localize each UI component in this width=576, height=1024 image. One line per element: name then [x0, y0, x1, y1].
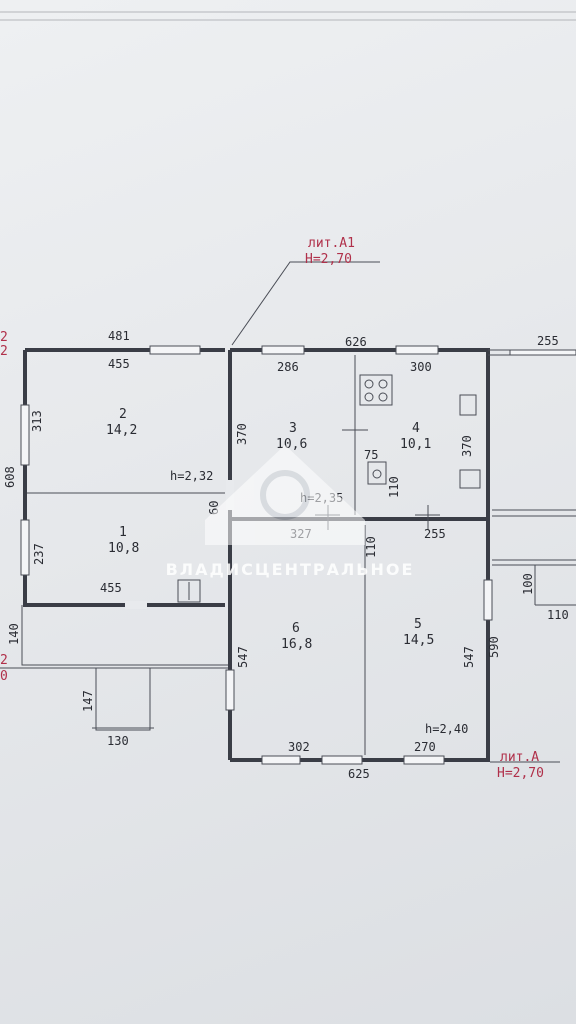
edge-mark-2a: 2 [0, 330, 8, 345]
lit-a1-height: Н=2,70 [305, 252, 352, 267]
dim-mid-75: 75 [364, 448, 378, 462]
dim-mid-370a: 370 [235, 423, 249, 445]
room-6: 6 16,8 [281, 621, 312, 652]
room-4: 4 10,1 [400, 421, 431, 452]
lit-a-label: лит.А [500, 750, 539, 765]
dim-bot-455: 455 [100, 581, 122, 595]
room-3: 3 10,6 [276, 421, 307, 452]
dim-mid-110b: 110 [364, 536, 378, 558]
lit-a1-label: лит.А1 [308, 236, 355, 251]
room-area: 16,8 [281, 637, 312, 652]
room-1: 1 10,8 [108, 525, 139, 556]
stove-symbol [177, 579, 201, 603]
dim-ext-110: 110 [547, 608, 569, 622]
dim-top-626: 626 [345, 335, 367, 349]
room-number: 3 [289, 421, 297, 436]
cooktop-icon [359, 374, 393, 406]
dim-left-237: 237 [32, 543, 46, 565]
window-room6-left [225, 669, 235, 711]
room-number: 6 [292, 621, 300, 636]
window-room6-bottom [261, 755, 301, 765]
dim-top-255: 255 [537, 334, 559, 348]
window-room5-right [483, 579, 493, 621]
window-room2-left [20, 404, 30, 466]
document-header-lines [0, 11, 576, 21]
room-number: 1 [119, 525, 127, 540]
right-adjacent-structure [488, 349, 576, 606]
window-room3-top [261, 345, 305, 355]
watermark-logo [205, 445, 365, 545]
dim-bot-625: 625 [348, 767, 370, 781]
room-area: 10,8 [108, 541, 139, 556]
dim-top-286: 286 [277, 360, 299, 374]
dim-bot-302: 302 [288, 740, 310, 754]
room-area: 14,2 [106, 423, 137, 438]
lit-a1-leader [231, 261, 380, 346]
dim-left-313: 313 [30, 410, 44, 432]
dim-porch-130: 130 [107, 734, 129, 748]
bottom-block-walls [225, 505, 493, 765]
dim-mid-370b: 370 [460, 435, 474, 457]
dim-porch-147: 147 [81, 690, 95, 712]
sink-small-icon [459, 469, 481, 489]
dim-bot-270: 270 [414, 740, 436, 754]
window-room-bottom-mid [321, 755, 363, 765]
door-room1-bottom [125, 601, 147, 609]
dim-ext-100: 100 [521, 573, 535, 595]
dim-top-300: 300 [410, 360, 432, 374]
dim-top-455: 455 [108, 357, 130, 371]
room-2: 2 14,2 [106, 407, 137, 438]
dim-left-608: 608 [3, 466, 17, 488]
dim-right-590: 590 [487, 636, 501, 658]
room-5: 5 14,5 [403, 617, 434, 648]
watermark-text: ВЛАДИСЦЕНТРАЛЬНОЕ [165, 560, 415, 579]
window-room5-bottom [403, 755, 445, 765]
edge-mark-0: 0 [0, 669, 8, 684]
dim-room5-547: 547 [462, 646, 476, 668]
height-right: h=2,40 [425, 722, 468, 736]
room-number: 4 [412, 421, 420, 436]
dimension-labels: 481 455 626 286 300 255 313 608 237 140 … [0, 329, 569, 781]
dim-mid-110a: 110 [387, 476, 401, 498]
room-area: 10,1 [400, 437, 431, 452]
middle-block-walls [226, 345, 490, 760]
dim-top-481: 481 [108, 329, 130, 343]
porch [92, 668, 154, 731]
height-left: h=2,32 [170, 469, 213, 483]
window-room2-top [149, 345, 201, 355]
dim-left-140: 140 [7, 623, 21, 645]
room-area: 14,5 [403, 633, 434, 648]
door-room3-left [226, 480, 234, 510]
dim-mid-255: 255 [424, 527, 446, 541]
window-room1-left [20, 519, 30, 576]
edge-mark-2b: 2 [0, 344, 8, 359]
boiler-icon [459, 394, 477, 416]
sink-icon [367, 461, 387, 485]
edge-mark-2c: 2 [0, 653, 8, 668]
left-block-walls [0, 345, 228, 669]
room-number: 2 [119, 407, 127, 422]
dim-room6-547: 547 [236, 646, 250, 668]
window-room4-top [395, 345, 439, 355]
room-number: 5 [414, 617, 422, 632]
lit-a-height: Н=2,70 [497, 766, 544, 781]
